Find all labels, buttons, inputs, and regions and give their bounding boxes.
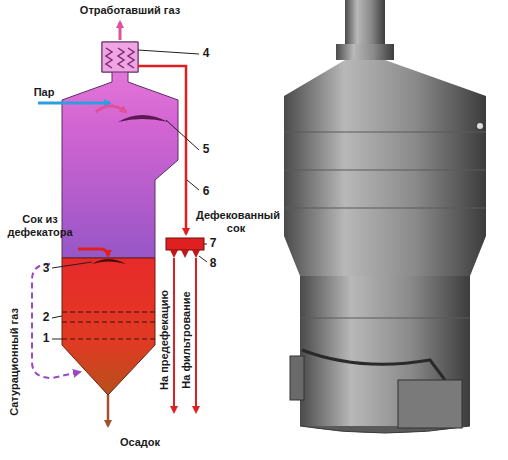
gas-line	[32, 264, 80, 378]
trap-coil	[118, 48, 124, 68]
photo-valve	[477, 123, 483, 129]
photo-seam	[284, 132, 486, 133]
juice-inlet-label: Сок из дефекатора	[4, 213, 76, 238]
photo-body	[284, 96, 486, 236]
leader-line	[138, 50, 199, 54]
callout-number: 8	[210, 257, 217, 271]
photo-seam	[284, 170, 486, 171]
callout-number: 1	[43, 332, 50, 346]
juice-box	[166, 238, 204, 250]
photo-seam	[284, 208, 486, 209]
leader-line	[187, 180, 199, 190]
photo-taper	[284, 236, 486, 276]
outlet	[170, 250, 178, 258]
saturator-lower-part	[62, 258, 155, 395]
catcher-dish	[118, 115, 168, 122]
juice-outlet-label: Дефекованный сок	[196, 209, 276, 234]
callout-number: 5	[203, 143, 210, 157]
leader-line	[52, 339, 62, 340]
gas-distributor	[62, 321, 155, 322]
outlet-label: На предефекацию	[158, 290, 171, 390]
leader-line	[52, 316, 62, 318]
callout-number: 7	[210, 237, 217, 251]
photo-pipe	[302, 350, 445, 380]
saturator-body	[62, 42, 178, 258]
flow-arrow	[96, 106, 126, 112]
gas-trap	[102, 42, 138, 72]
steam-arrow	[38, 102, 110, 105]
photo-roof	[284, 60, 486, 96]
outlet	[192, 250, 200, 258]
outlet-line	[195, 258, 197, 412]
outlet-line	[173, 258, 175, 412]
callout-number: 4	[203, 47, 210, 61]
leader-line	[199, 256, 207, 262]
photo-box	[398, 380, 462, 428]
outlet-label: На фильтрование	[180, 291, 193, 388]
gas-label: Сатурационный газ	[8, 308, 21, 416]
leader-line	[204, 244, 207, 245]
photo-seam	[300, 318, 470, 319]
gas-distributor	[62, 311, 155, 312]
distribution-dish	[92, 259, 126, 264]
juice-inlet-arrow	[78, 249, 108, 256]
trap-coil	[106, 48, 112, 68]
gas-distributor	[62, 338, 155, 339]
juice-pipe	[138, 66, 186, 234]
callout-number: 6	[203, 185, 210, 199]
leader-line	[52, 262, 92, 268]
exhaust-label: Отработавший газ	[80, 4, 180, 17]
photo-collar	[336, 44, 394, 60]
exhaust-arrow	[119, 22, 122, 40]
trap-coil	[128, 48, 134, 68]
sludge-outlet	[107, 395, 110, 426]
photo-fitting	[290, 356, 304, 400]
leader-line	[166, 120, 199, 150]
outlet	[181, 250, 189, 258]
callout-number: 2	[43, 311, 50, 325]
photo-chimney	[345, 0, 385, 48]
steam-label: Пар	[34, 86, 55, 99]
callout-number: 3	[43, 262, 50, 276]
sludge-label: Осадок	[120, 436, 160, 449]
